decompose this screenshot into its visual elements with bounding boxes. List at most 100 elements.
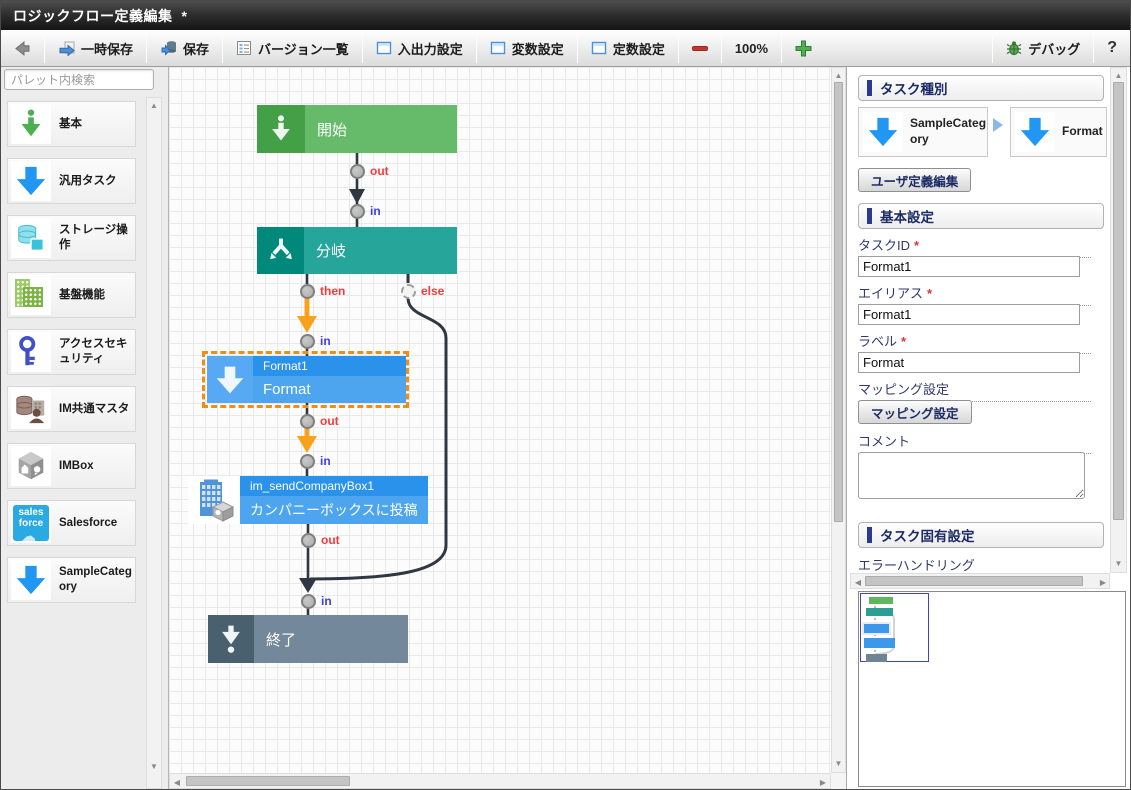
scroll-right-icon[interactable]: ▶	[819, 778, 827, 787]
format-node-icon	[207, 356, 253, 403]
port-out[interactable]	[300, 532, 316, 548]
window-settings-icon	[490, 41, 505, 55]
temp-save-button[interactable]: 一時保存	[45, 30, 146, 66]
canvas-horizontal-scrollbar[interactable]: ◀ ▶	[169, 773, 831, 789]
node-branch[interactable]: 分岐	[257, 227, 457, 274]
minimap-node-start	[869, 597, 893, 604]
palette-search-input[interactable]	[4, 69, 154, 90]
palette-item-imbox[interactable]: IMBox	[7, 443, 136, 489]
port-else[interactable]	[400, 283, 416, 299]
scrollbar-thumb[interactable]	[865, 576, 1083, 586]
required-asterisk: *	[914, 238, 920, 253]
zoom-in-button[interactable]	[782, 30, 825, 66]
palette-item-access-security[interactable]: アクセスセキュリティ	[7, 329, 136, 375]
scroll-up-icon[interactable]: ▲	[834, 71, 843, 80]
key-icon	[11, 332, 51, 372]
variable-settings-button[interactable]: 変数設定	[477, 30, 577, 66]
minimap-node-format	[864, 624, 889, 633]
scroll-left-icon[interactable]: ◀	[173, 778, 181, 787]
comment-textarea[interactable]	[858, 452, 1085, 499]
port-label-in: in	[320, 334, 331, 348]
scroll-down-icon[interactable]: ▼	[834, 759, 843, 768]
io-settings-button[interactable]: 入出力設定	[363, 30, 476, 66]
flow-canvas[interactable]: 開始 分岐 Format1 Format	[169, 67, 846, 789]
constant-settings-button[interactable]: 定数設定	[578, 30, 678, 66]
toolbar-separator	[44, 33, 45, 63]
version-list-button[interactable]: バージョン一覧	[223, 30, 362, 66]
company-box-node-icon	[188, 476, 240, 524]
scroll-left-icon[interactable]: ◀	[854, 578, 862, 587]
node-start[interactable]: 開始	[257, 105, 457, 153]
blue-down-arrow-icon	[863, 112, 903, 152]
back-button[interactable]	[1, 30, 44, 66]
palette-item-storage[interactable]: ストレージ操作	[7, 215, 136, 261]
scroll-right-icon[interactable]: ▶	[1099, 578, 1107, 587]
palette-item-sample-category[interactable]: SampleCategory	[7, 557, 136, 603]
label-label: ラベル*	[858, 331, 1091, 354]
port-in[interactable]	[300, 593, 316, 609]
palette-scrollbar[interactable]: ▲ ▼	[146, 97, 162, 789]
port-then[interactable]	[299, 283, 315, 299]
minimap-node-branch	[866, 608, 893, 616]
node-end[interactable]: 終了	[208, 615, 408, 663]
port-out[interactable]	[349, 163, 365, 179]
palette-item-basic[interactable]: 基本	[7, 101, 136, 147]
node-company-box[interactable]: im_sendCompanyBox1 カンパニーボックスに投稿	[188, 476, 428, 524]
version-list-icon	[237, 41, 252, 55]
zoom-level: 100%	[734, 40, 769, 56]
storage-cylinders-icon	[11, 218, 51, 258]
node-format[interactable]: Format1 Format	[207, 356, 406, 403]
canvas-vertical-scrollbar[interactable]: ▲ ▼	[831, 67, 846, 773]
inspector-horizontal-scrollbar[interactable]: ◀ ▶	[850, 573, 1110, 589]
toolbar-separator	[992, 33, 994, 63]
master-db-person-icon	[11, 389, 51, 429]
mapping-settings-button[interactable]: マッピング設定	[858, 400, 972, 424]
port-in[interactable]	[299, 453, 315, 469]
debug-button[interactable]: デバッグ	[993, 30, 1093, 66]
zoom-out-button[interactable]	[679, 30, 721, 66]
modified-indicator: *	[181, 7, 188, 24]
node-id: im_sendCompanyBox1	[240, 476, 428, 496]
palette-item-generic-task[interactable]: 汎用タスク	[7, 158, 136, 204]
scrollbar-thumb[interactable]	[186, 776, 350, 786]
start-node-icon	[257, 105, 305, 153]
port-in[interactable]	[299, 333, 315, 349]
scroll-down-icon[interactable]: ▼	[1114, 559, 1123, 568]
port-in[interactable]	[349, 203, 365, 219]
inspector-panel: タスク種別 SampleCategory Format ユーザ定義編集 基本設定…	[846, 67, 1130, 789]
end-node-icon	[208, 615, 254, 663]
page-title: ロジックフロー定義編集	[13, 7, 173, 24]
user-definition-edit-button[interactable]: ユーザ定義編集	[858, 168, 972, 192]
save-button[interactable]: 保存	[147, 30, 222, 66]
scrollbar-thumb[interactable]	[834, 82, 843, 522]
debug-bug-icon	[1006, 41, 1022, 56]
scroll-up-icon[interactable]: ▲	[1114, 71, 1123, 80]
port-out[interactable]	[299, 413, 315, 429]
node-label: 分岐	[316, 243, 347, 260]
alias-input[interactable]	[858, 304, 1080, 325]
task-id-input[interactable]	[858, 256, 1080, 277]
palette-item-platform[interactable]: 基盤機能	[7, 272, 136, 318]
minimap[interactable]	[858, 591, 1126, 787]
canvas-grid[interactable]: 開始 分岐 Format1 Format	[169, 67, 831, 773]
task-id-label: タスクID*	[858, 235, 1091, 258]
minimap-viewport[interactable]	[860, 593, 929, 662]
selection-outline	[202, 351, 409, 408]
palette-sidebar: 基本 汎用タスク ストレージ操作 基盤機能 アクセスセキュリティ	[1, 67, 169, 789]
label-input[interactable]	[858, 352, 1080, 373]
alias-label: エイリアス*	[858, 283, 1091, 306]
inspector-vertical-scrollbar[interactable]: ▲ ▼	[1110, 67, 1127, 573]
scroll-down-icon[interactable]: ▼	[150, 762, 158, 771]
save-icon	[161, 41, 177, 56]
section-accent-bar	[867, 527, 872, 543]
toolbar-separator	[720, 33, 722, 63]
palette-item-im-common-master[interactable]: IM共通マスタ	[7, 386, 136, 432]
port-label-else: else	[421, 284, 445, 298]
scrollbar-thumb[interactable]	[1113, 82, 1124, 520]
help-button[interactable]: ?	[1107, 39, 1117, 56]
toolbar: 一時保存 保存 バージョン一覧 入出力設定 変数設定 定数設定 100%	[1, 30, 1130, 67]
scroll-up-icon[interactable]: ▲	[150, 101, 158, 110]
port-label-in: in	[370, 204, 381, 218]
